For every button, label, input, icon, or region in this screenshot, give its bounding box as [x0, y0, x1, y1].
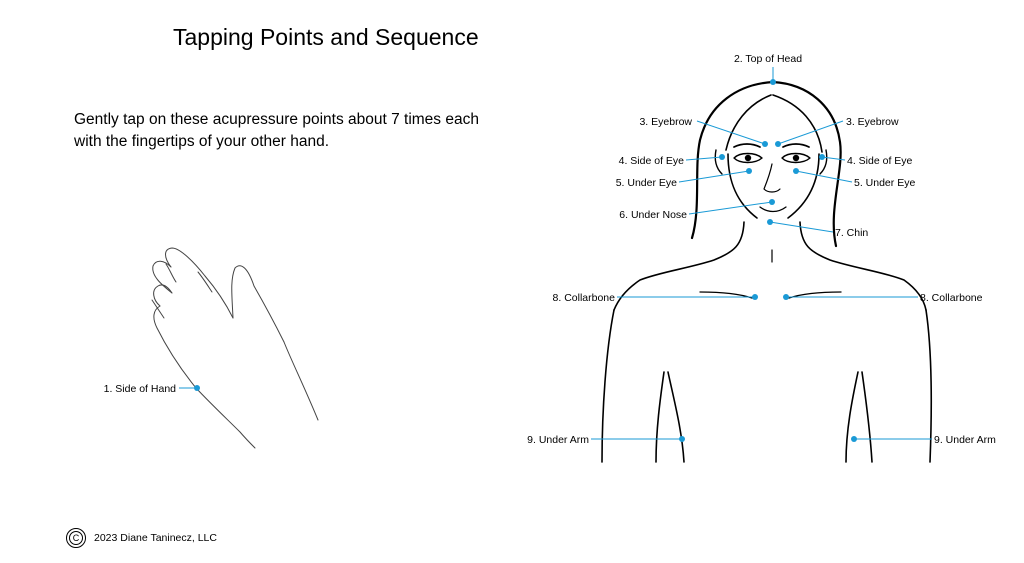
- label-under-eye-right: 5. Under Eye: [854, 177, 915, 189]
- point-collarbone-left: [752, 294, 758, 300]
- point-under-eye-left: [746, 168, 752, 174]
- point-eyebrow-right: [775, 141, 781, 147]
- label-eyebrow-left: 3. Eyebrow: [639, 116, 692, 128]
- point-chin: [767, 219, 773, 225]
- label-side-of-hand: 1. Side of Hand: [104, 383, 177, 395]
- label-collarbone-right: 8. Collarbone: [920, 292, 983, 304]
- label-chin: 7. Chin: [835, 227, 868, 239]
- point-side-of-hand: [194, 385, 200, 391]
- point-under-nose: [769, 199, 775, 205]
- page-title: Tapping Points and Sequence: [173, 24, 479, 50]
- point-eyebrow-left: [762, 141, 768, 147]
- point-side-of-eye-left: [719, 154, 725, 160]
- label-eyebrow-right: 3. Eyebrow: [846, 116, 899, 128]
- point-labels: 1. Side of Hand 2. Top of Head 3. Eyebro…: [104, 53, 997, 446]
- label-under-arm-right: 9. Under Arm: [934, 434, 996, 446]
- point-under-eye-right: [793, 168, 799, 174]
- label-side-of-eye-left: 4. Side of Eye: [619, 155, 685, 167]
- label-collarbone-left: 8. Collarbone: [553, 292, 616, 304]
- copyright-notice: C 2023 Diane Taninecz, LLC: [66, 528, 217, 548]
- label-top-of-head: 2. Top of Head: [734, 53, 802, 65]
- instructions-text: Gently tap on these acupressure points a…: [74, 111, 479, 150]
- copyright-icon: C: [66, 528, 86, 548]
- figure-outline: [601, 80, 932, 463]
- point-top-of-head: [770, 79, 776, 85]
- point-collarbone-right: [783, 294, 789, 300]
- leader-lines: [179, 67, 932, 440]
- label-under-nose: 6. Under Nose: [619, 209, 687, 221]
- point-side-of-eye-right: [819, 154, 825, 160]
- copyright-text: 2023 Diane Taninecz, LLC: [94, 532, 217, 544]
- label-under-arm-left: 9. Under Arm: [527, 434, 589, 446]
- hand-illustration: [151, 247, 319, 449]
- tapping-point-markers: [194, 79, 857, 442]
- label-under-eye-left: 5. Under Eye: [616, 177, 677, 189]
- point-under-arm-right: [851, 436, 857, 442]
- point-under-arm-left: [679, 436, 685, 442]
- label-side-of-eye-right: 4. Side of Eye: [847, 155, 913, 167]
